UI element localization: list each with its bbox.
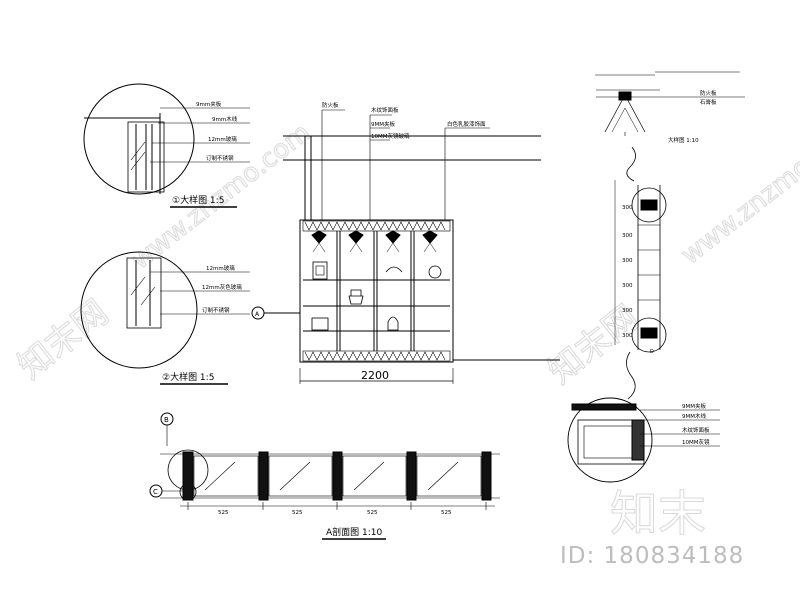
side-dim-4: 300	[622, 283, 633, 289]
detail-1-label-4: 订制不锈钢	[206, 154, 234, 162]
side-dim-1: 300	[622, 205, 633, 211]
side-bottom-label-3: 木纹饰面板	[682, 426, 710, 434]
elevation-labels: 防火板 木纹饰面板 9MM夹板 10MM灰镜玻璃 白色乳胶漆饰面 A 2200	[255, 101, 486, 382]
side-top-label-2: 石膏板	[700, 98, 717, 106]
elevation-label-2: 木纹饰面板	[371, 106, 399, 114]
detail-2-label-2: 12mm灰色玻璃	[202, 283, 242, 291]
section-segment-1: 525	[218, 510, 229, 516]
detail-2-caption: ②大样图 1:5	[162, 371, 214, 383]
detail-1-label-2: 9mm木线	[212, 115, 238, 123]
detail-1-label-1: 9mm夹板	[196, 100, 222, 108]
section-segment-3: 525	[367, 510, 378, 516]
detail-2-label-1: 12mm玻璃	[206, 264, 235, 272]
detail-2-label-3: 订制不锈钢	[202, 306, 230, 314]
section-marker-b: B	[164, 416, 169, 424]
elevation-width: 2200	[361, 369, 389, 382]
detail-1-label-3: 12mm玻璃	[208, 135, 237, 143]
elevation-label-5: 白色乳胶漆饰面	[447, 120, 486, 128]
watermark-site-right: www.znzmo.com	[676, 113, 800, 271]
detail-2-labels: 12mm玻璃 12mm灰色玻璃 订制不锈钢 ②大样图 1:5	[162, 264, 242, 383]
elevation-drawing	[251, 109, 560, 384]
detail-2	[80, 251, 250, 385]
side-bottom-label-4: 10MM灰镜	[682, 438, 710, 446]
section-marker-c: C	[153, 488, 158, 496]
watermark-logo: 知末	[610, 486, 706, 542]
elevation-label-4: 10MM灰镜玻璃	[371, 132, 410, 140]
side-marker: D	[650, 349, 654, 355]
image-id-label: ID: 180834188	[560, 543, 745, 569]
side-bottom-label-2: 9MM木线	[682, 412, 706, 420]
elevation-label-3: 9MM夹板	[371, 120, 395, 128]
elevation-marker-a: A	[255, 311, 260, 318]
side-section-labels: 防火板 石膏板 大样图 1:10 300 300 300 300 300 300…	[622, 89, 717, 446]
elevation-label-1: 防火板	[322, 101, 339, 109]
watermark-layer: www.znzmo.com www.znzmo.com 知末网 知末网 知末	[10, 112, 800, 542]
section-drawing	[149, 412, 500, 540]
detail-1	[83, 83, 250, 208]
side-dim-2: 300	[622, 233, 633, 239]
section-labels: B C 525 525 525 525 A剖面图 1:10	[153, 416, 452, 538]
side-dim-3: 300	[622, 258, 633, 264]
section-segment-4: 525	[441, 510, 452, 516]
side-dim-6: 300	[622, 333, 633, 339]
side-top-label-1: 防火板	[700, 89, 717, 97]
detail-1-labels: 9mm夹板 9mm木线 12mm玻璃 订制不锈钢 ①大样图 1:5	[172, 100, 238, 206]
detail-1-caption: ①大样图 1:5	[172, 194, 224, 206]
side-dim-5: 300	[622, 308, 633, 314]
side-bottom-label-1: 9MM夹板	[682, 402, 706, 410]
watermark-brand-left: 知末网	[11, 293, 116, 387]
side-section-drawing	[567, 71, 745, 483]
section-caption: A剖面图 1:10	[326, 526, 383, 538]
detail-2-circle	[80, 251, 198, 369]
section-segment-2: 525	[292, 510, 303, 516]
side-top-caption: 大样图 1:10	[668, 136, 699, 144]
detail-1-circle	[83, 83, 195, 195]
